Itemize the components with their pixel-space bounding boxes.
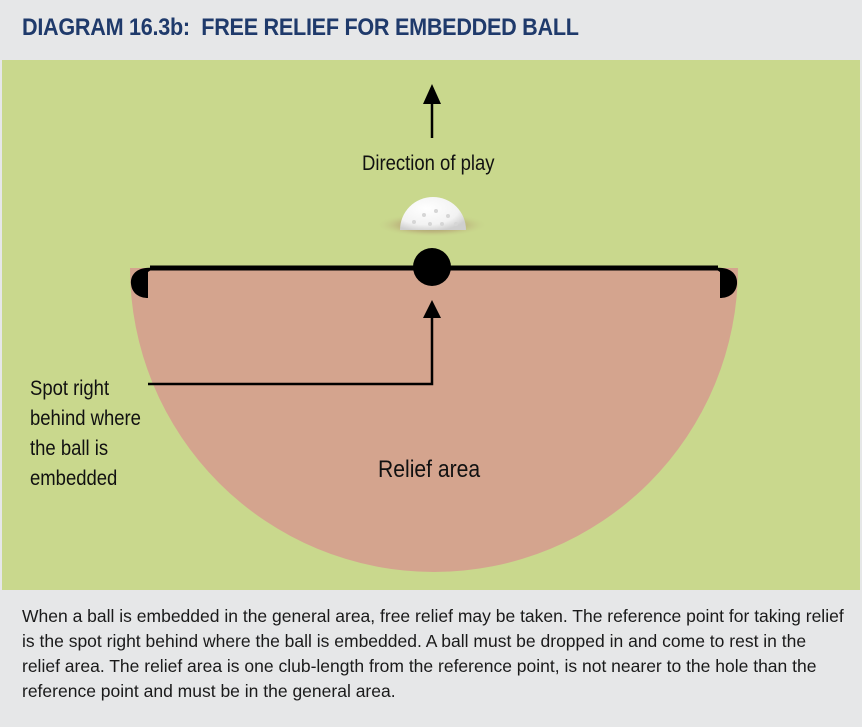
diagram-title: DIAGRAM 16.3b: FREE RELIEF FOR EMBEDDED … <box>22 14 579 41</box>
spot-label: Spot right behind where the ball is embe… <box>30 374 162 494</box>
reference-pointer-line <box>148 316 434 386</box>
golf-ball-dimples <box>412 209 458 226</box>
golf-ball-icon <box>400 197 466 230</box>
spot-label-line: Spot right <box>30 377 110 400</box>
diagram-area: Direction of play Spot right behind wher… <box>2 60 860 590</box>
direction-of-play-label: Direction of play <box>362 152 495 175</box>
title-bar: DIAGRAM 16.3b: FREE RELIEF FOR EMBEDDED … <box>0 0 862 60</box>
boundary-left-end <box>130 267 154 298</box>
reference-pointer-arrowhead <box>423 300 441 318</box>
relief-diagram-svg <box>130 84 738 572</box>
spot-label-line: behind where <box>30 407 141 430</box>
relief-area-label: Relief area <box>378 456 481 483</box>
spot-label-line: embedded <box>30 467 118 490</box>
boundary-right-end <box>714 267 738 298</box>
diagram-caption: When a ball is embedded in the general a… <box>22 606 844 701</box>
reference-point-dot <box>413 248 451 286</box>
spot-label-line: the ball is <box>30 437 109 460</box>
arrow-up-icon <box>423 84 441 104</box>
relief-area-shape <box>130 268 738 572</box>
